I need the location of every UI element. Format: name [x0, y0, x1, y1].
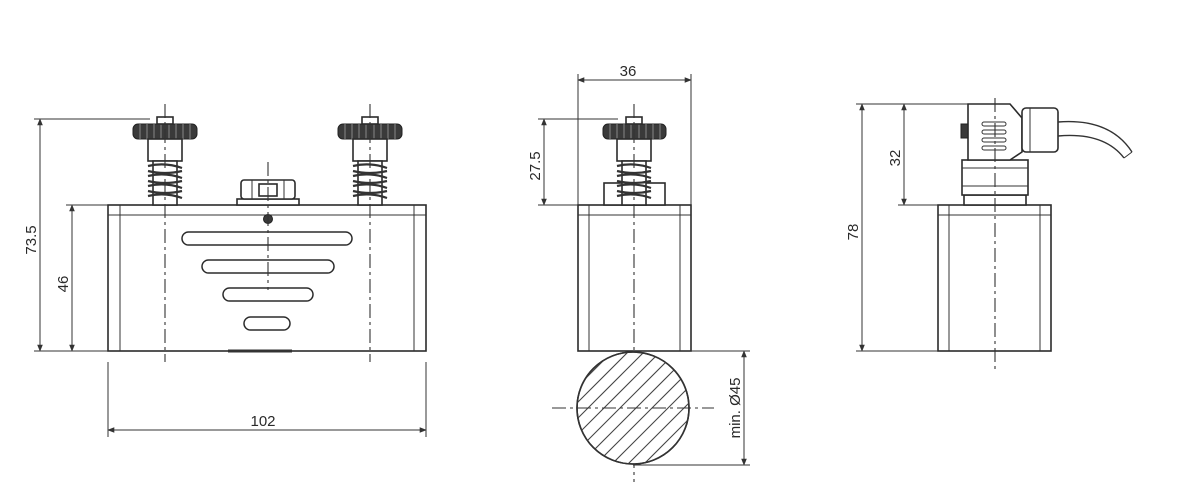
dim-height-right: 78 [845, 224, 862, 241]
dim-width-front: 102 [250, 413, 275, 430]
dim-height-total: 73.5 [23, 225, 40, 254]
right-view: 78 32 [845, 98, 1133, 372]
dim-height-body: 46 [55, 276, 72, 293]
connector-head [960, 103, 1059, 206]
side-view: 36 27.5 min. Ø45 [527, 63, 750, 482]
dim-pipe-min: min. Ø45 [727, 378, 744, 439]
vent-slots [181, 231, 353, 331]
cable [1057, 120, 1133, 159]
pipe-section [552, 351, 714, 465]
dim-width-side: 36 [620, 63, 637, 80]
front-view: 73.5 46 102 [23, 104, 427, 437]
dim-height-knob: 27.5 [527, 151, 544, 180]
dim-height-head: 32 [887, 150, 904, 167]
